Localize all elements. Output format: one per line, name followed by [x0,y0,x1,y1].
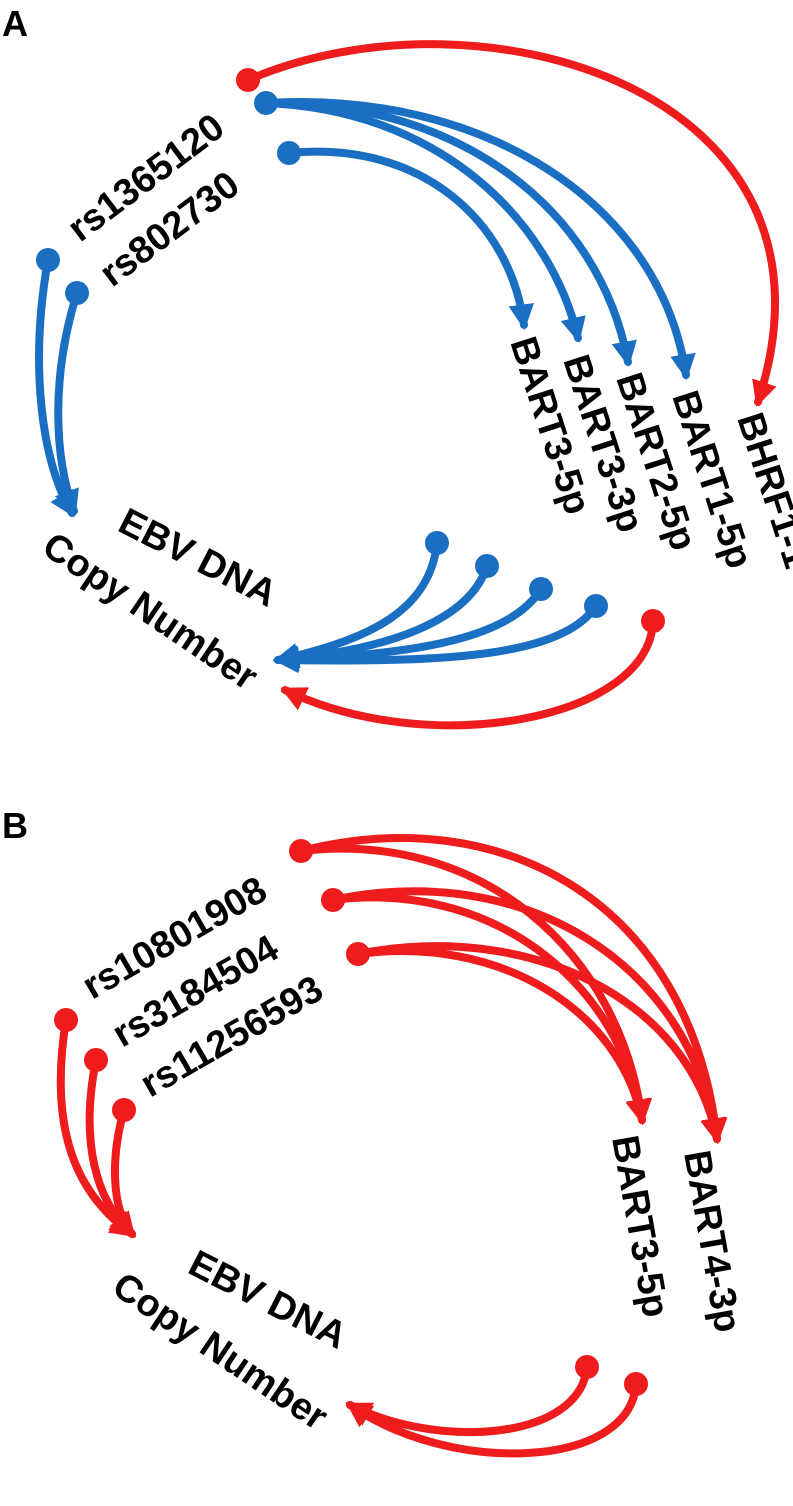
edge-a-rs802730-bart3-5p [285,147,534,331]
node-a-rs1365120 [254,91,278,115]
node-a-bart1-5p [584,594,608,618]
edge-a-rs1365120-bart1 [262,98,696,381]
node-a-left2 [65,281,89,305]
node-a-left1 [36,248,60,272]
node-a-rs802730 [277,141,301,165]
node-b-rs10801908 [289,839,313,863]
node-b-rs3184504 [321,888,345,912]
label-b-bart3-5p: BART3-5p [603,1132,676,1320]
node-b-bart3-5p [575,1355,599,1379]
edge-a-left2-ebv [54,289,81,516]
label-b-bart4-3p: BART4-3p [675,1147,748,1335]
edge-b-left2-ebv [85,1056,136,1238]
edge-a-bhrf1-ebv [280,617,657,730]
edge-a-bart3-5p-ebv [272,539,441,669]
node-b-left1 [54,1008,78,1032]
node-a-bhrf1 [641,609,665,633]
panel-a-letter: A [2,3,28,44]
panel-b-letter: B [2,805,28,846]
node-b-bart4-3p [624,1372,648,1396]
node-a-red-top [236,68,260,92]
edge-b-rs11256593-bart3 [354,947,651,1126]
edge-a-rs1365120-bhrf1 [244,40,779,407]
node-b-left3 [112,1098,136,1122]
edge-b-left3-ebv [109,1106,136,1238]
edge-b-bart4-3p-ebv [345,1380,640,1458]
edge-b-rs10801908-bart4 [297,834,728,1145]
edge-b-rs3184504-bart4 [329,887,727,1145]
edge-b-bart3-5p-ebv [345,1363,591,1437]
node-a-bart2-5p [529,577,553,601]
node-a-bart3-5p [425,531,449,555]
node-b-rs11256593 [346,942,370,966]
node-a-bart3-3p [475,554,499,578]
edge-a-bart3-3p-ebv [272,562,491,671]
node-b-left2 [84,1048,108,1072]
edge-a-bart1-5p-ebv [272,602,600,674]
edge-b-rs11256593-bart4 [354,942,726,1145]
edge-b-rs3184504-bart3 [329,893,652,1126]
edge-a-rs1365120-bart2 [262,98,637,368]
edge-a-rs1365120-bart3-3p [262,99,586,343]
